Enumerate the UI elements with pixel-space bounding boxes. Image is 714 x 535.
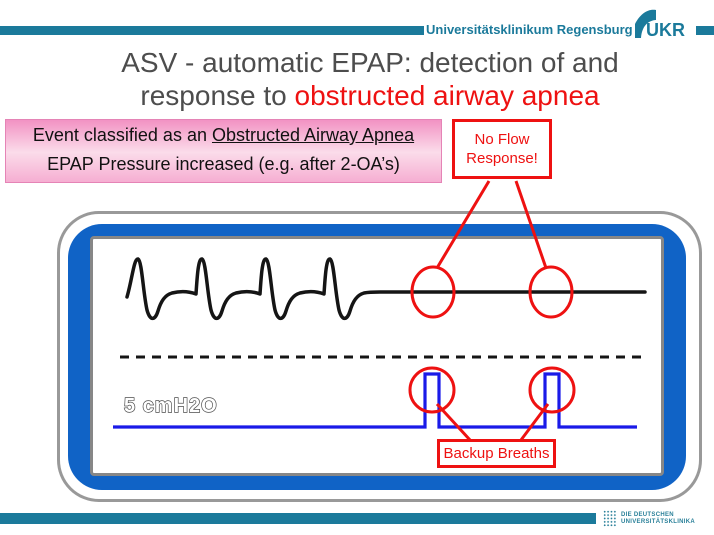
pressure-trace <box>113 372 637 429</box>
ukr-wave-icon <box>635 9 656 38</box>
flow-trace <box>125 257 647 321</box>
event-classification-box: Event classified as an Obstructed Airway… <box>5 119 442 183</box>
noflow-circle-left <box>410 265 456 319</box>
institution-name: Universitätsklinikum Regensburg <box>426 22 633 37</box>
pressure-level-label: 5 cmH2O <box>124 395 218 417</box>
footer-logo-line1: DIE DEUTSCHEN <box>621 511 674 518</box>
event-line2: EPAP Pressure increased (e.g. after 2-OA… <box>47 154 400 174</box>
backup-circle-right <box>528 366 576 414</box>
footer-bar <box>0 513 596 524</box>
title-line2-highlight: obstructed airway apnea <box>294 80 600 111</box>
no-flow-line2: Response! <box>466 150 538 167</box>
footer-logo: DIE DEUTSCHEN UNIVERSITÄTSKLINIKA <box>603 510 695 527</box>
backup-breaths-callout: Backup Breaths <box>437 439 556 468</box>
ukr-logo: UKR <box>635 9 685 40</box>
event-line1: Event classified as an Obstructed Airway… <box>6 125 441 146</box>
noflow-connector-right <box>514 180 548 269</box>
footer-logo-line2: UNIVERSITÄTSKLINIKA <box>621 518 696 525</box>
event-line1-prefix: Event classified as an <box>32 125 212 145</box>
event-line1-underlined: Obstructed Airway Apnea <box>211 125 415 145</box>
title-line2: response to obstructed airway apnea <box>40 79 700 112</box>
noflow-circle-right <box>528 265 574 319</box>
header-bar-left <box>0 26 424 35</box>
backup-circle-left <box>408 366 456 414</box>
ukr-logo-text: UKR <box>646 20 685 40</box>
dotted-square-icon <box>603 510 617 527</box>
no-flow-line1: No Flow <box>474 131 530 148</box>
title-line1: ASV - automatic EPAP: detection of and <box>121 47 619 78</box>
backup-connector-right <box>519 403 550 441</box>
title-line2-prefix: response to <box>140 80 295 111</box>
slide-title: ASV - automatic EPAP: detection of and r… <box>40 46 700 112</box>
no-flow-callout: No Flow Response! <box>452 119 552 179</box>
footer-logo-text: DIE DEUTSCHEN UNIVERSITÄTSKLINIKA <box>621 512 695 526</box>
noflow-connector-left <box>435 180 491 269</box>
header-bar-right <box>696 26 714 35</box>
backup-connector-left <box>435 402 472 442</box>
